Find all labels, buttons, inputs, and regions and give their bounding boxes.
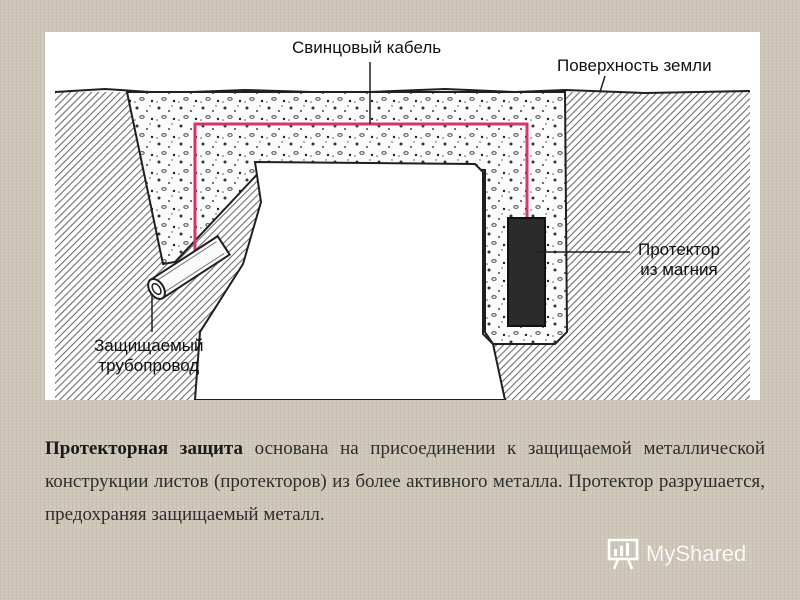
label-pipeline: Защищаемый трубопровод (94, 336, 204, 376)
arch-air (193, 160, 507, 400)
label-ground-surface: Поверхность земли (557, 56, 712, 75)
trench-fill (125, 91, 569, 345)
diagram-drawing (54, 62, 751, 400)
caption-text: Протекторная защита основана на присоеди… (45, 432, 765, 531)
lead-cable-line (193, 122, 529, 260)
magnesium-protector (507, 217, 546, 327)
pipeline (147, 234, 232, 300)
label-protector: Протектор из магния (638, 240, 720, 280)
watermark-text: MyShared (646, 541, 747, 566)
label-pipeline-line1: Защищаемый (94, 336, 204, 355)
leader-surface (599, 75, 606, 93)
watermark: MyShared (606, 536, 746, 572)
protector-diagram: Свинцовый кабель Поверхность земли Проте… (45, 32, 760, 400)
presentation-board-icon (607, 538, 639, 570)
caption-body: основана на присоединении к защищаемой м… (45, 438, 765, 525)
label-protector-line2: из магния (640, 260, 718, 279)
label-protector-line1: Протектор (638, 240, 720, 259)
caption-bold-term: Протекторная защита (45, 438, 243, 459)
label-lead-cable: Свинцовый кабель (292, 38, 442, 57)
label-pipeline-line2: трубопровод (98, 356, 200, 375)
